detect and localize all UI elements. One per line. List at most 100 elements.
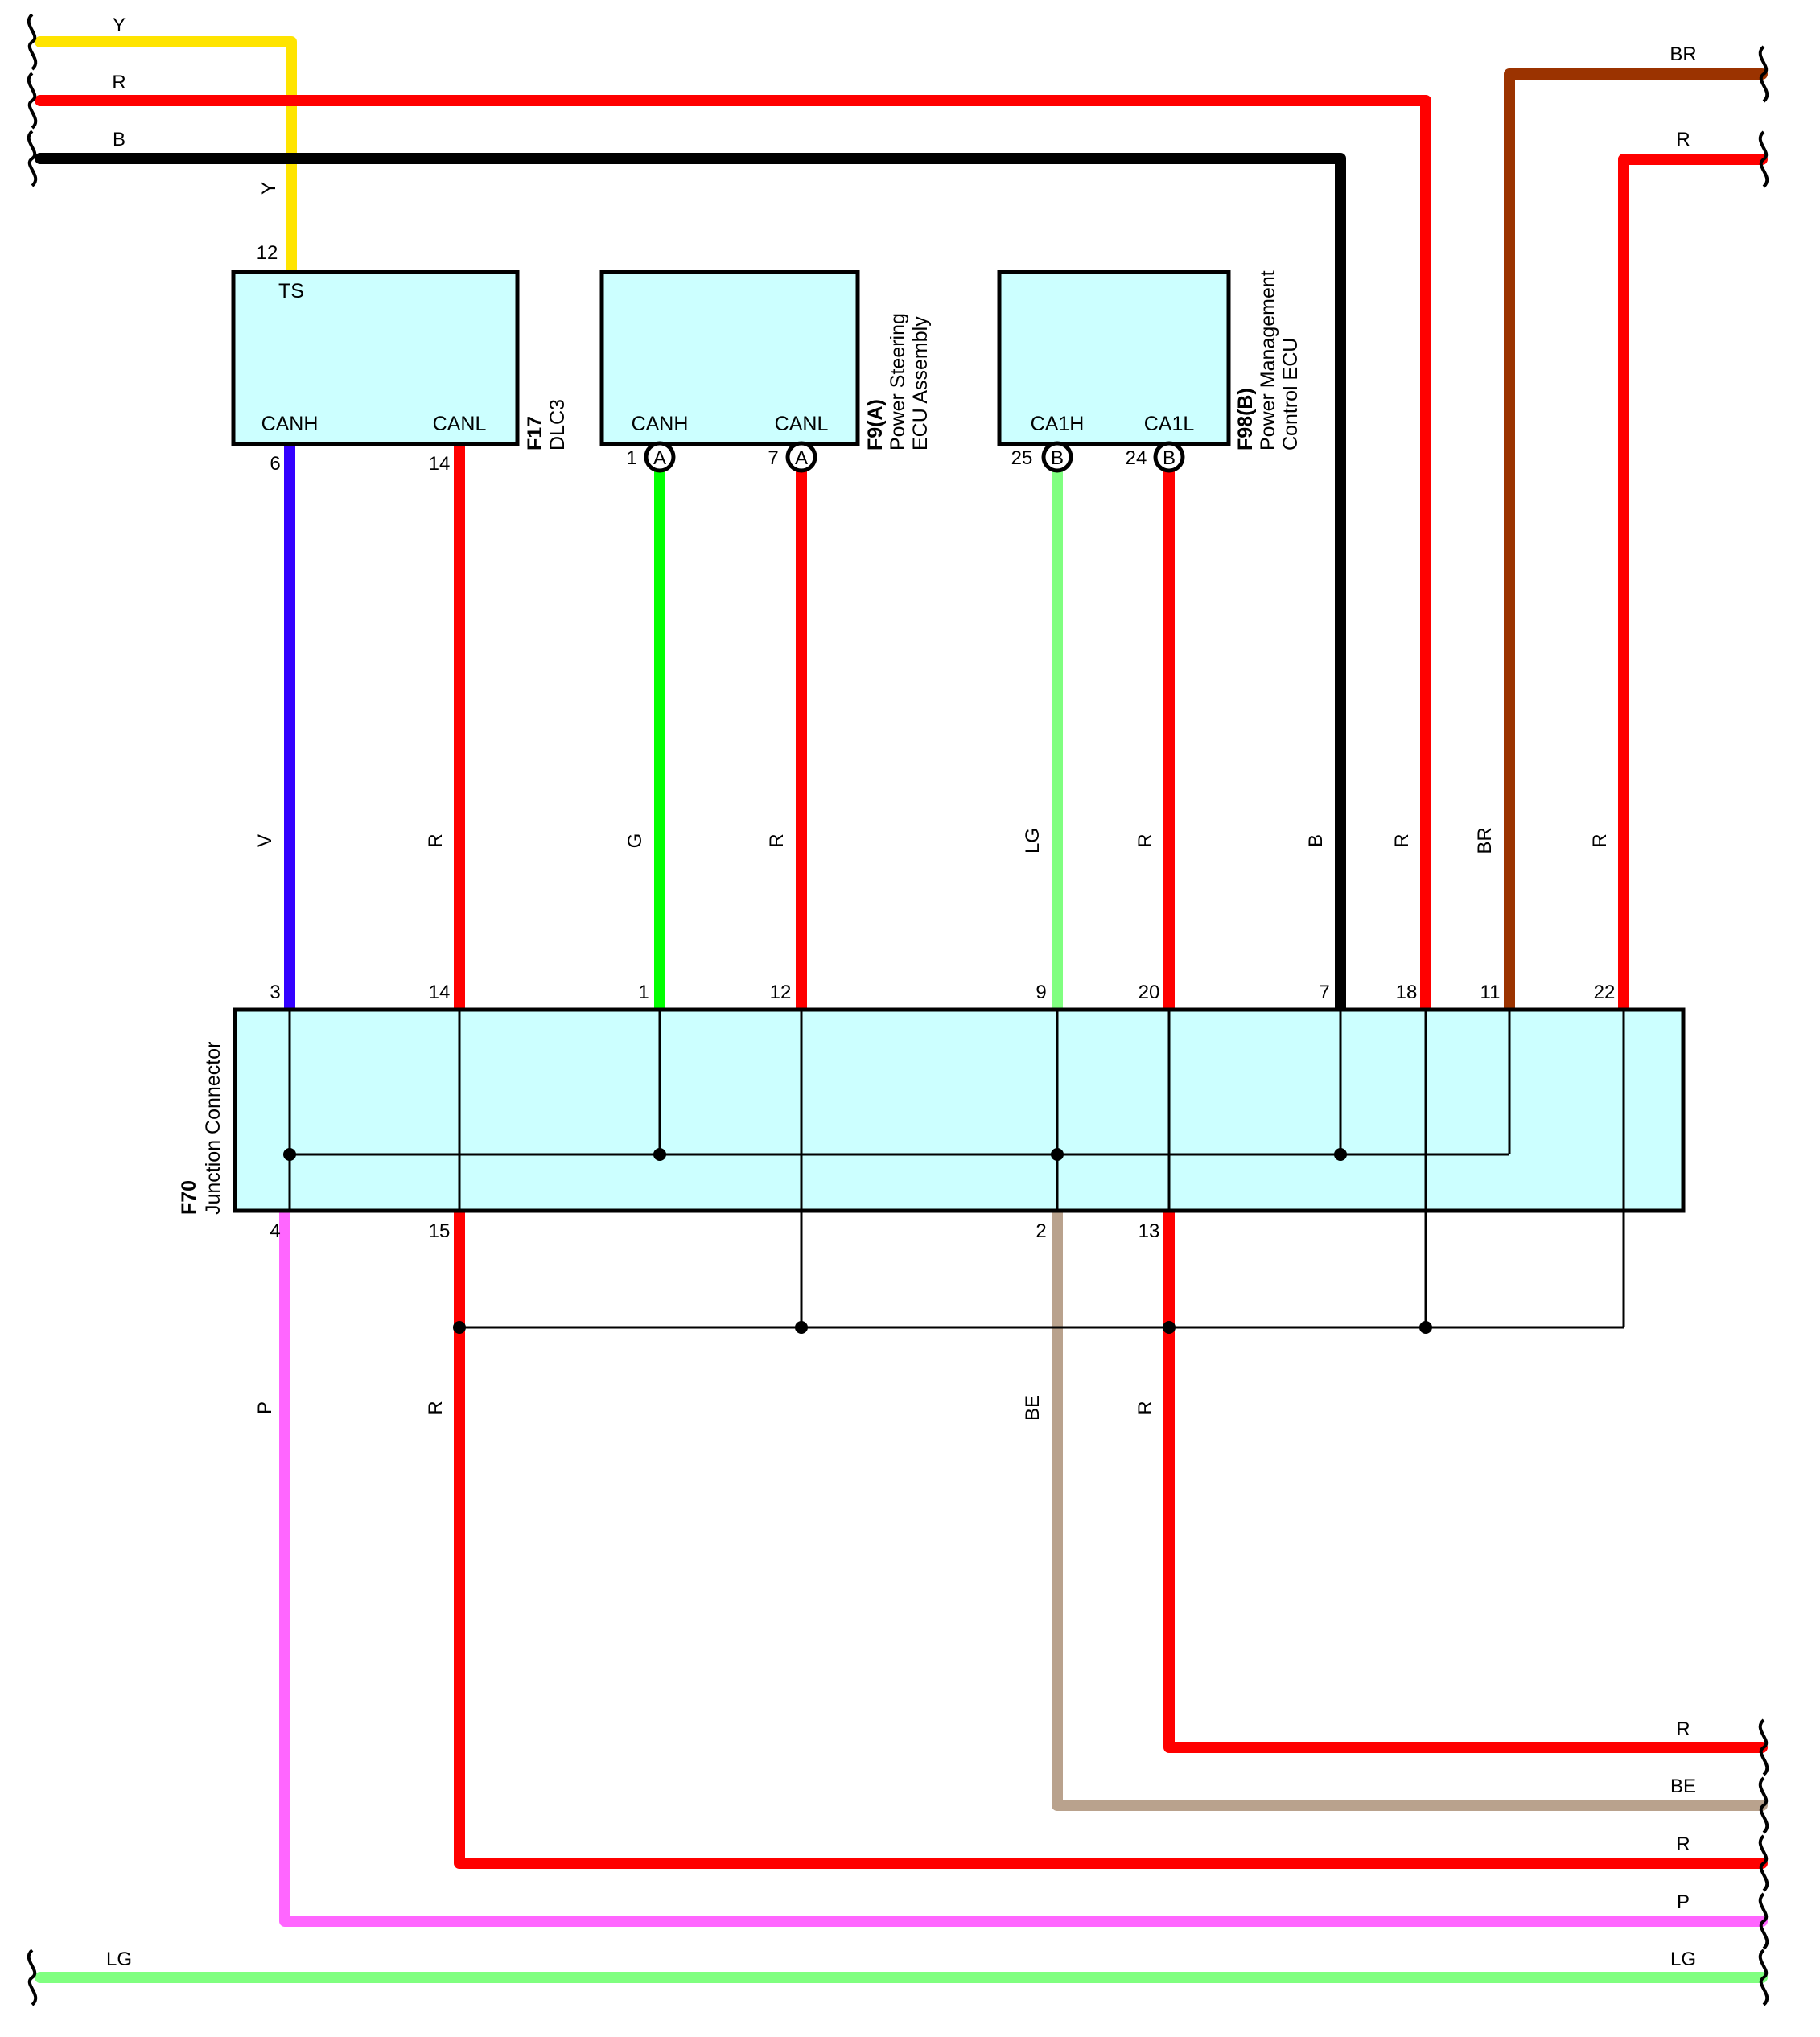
junction-pin-top: 11 (1480, 981, 1501, 1003)
junction-pin-top: 1 (638, 981, 649, 1003)
dlc3-terminal: CANL (433, 413, 487, 435)
junction-pin-top: 12 (770, 981, 792, 1003)
wire-label: Y (113, 14, 126, 36)
wire-p-bottom (279, 1205, 1768, 1927)
connector-mark-letter: B (1051, 447, 1064, 469)
wire-b-top (35, 153, 1346, 1015)
wire-break-icon (1758, 1949, 1769, 2006)
wire-break-icon (27, 72, 38, 130)
wire-break-icon (1758, 1834, 1769, 1892)
junction-pin-bottom: 4 (270, 1220, 280, 1242)
wire-break-icon (27, 13, 38, 71)
wire-label: R (1676, 1718, 1690, 1740)
pm-ecu-terminal: CA1L (1144, 413, 1195, 435)
connector-mark-letter: B (1163, 447, 1176, 469)
pm-ecu-name: Control ECU (1279, 338, 1302, 451)
connector-mark-letter: A (653, 447, 666, 469)
junction-splice-dot (653, 1148, 666, 1161)
junction-pin-bottom: 13 (1139, 1220, 1160, 1242)
ps-ecu-terminal: CANL (775, 413, 829, 435)
dlc3-pin: 14 (429, 453, 451, 475)
wire-label: P (1677, 1891, 1690, 1913)
junction-splice-dot (1419, 1321, 1432, 1334)
dlc3-code: F17 (524, 416, 546, 451)
wire-break-icon (1758, 1892, 1769, 1950)
junction-pin-top: 7 (1319, 981, 1329, 1003)
junction-splice-dot (283, 1148, 296, 1161)
pm-ecu-pin: 25 (1011, 447, 1033, 469)
wire-r-top-right (1618, 154, 1768, 1015)
wire-label: V (254, 834, 276, 847)
ps-ecu-code: F9(A) (864, 399, 887, 451)
junction-pin-bottom: 2 (1036, 1220, 1046, 1242)
pm-ecu-code: F98(B) (1234, 388, 1257, 451)
wire-break-icon (1758, 1776, 1769, 1834)
pm-ecu-pin: 24 (1126, 447, 1147, 469)
wire-label: R (1589, 833, 1611, 847)
ps-ecu-name: ECU Assembly (909, 316, 932, 451)
ps-ecu-pin: 1 (626, 447, 636, 469)
dlc3-terminal: CANH (261, 413, 319, 435)
wire-label: B (113, 129, 126, 150)
wire-break-icon (27, 1949, 38, 2006)
wire-break-icon (1758, 1718, 1769, 1776)
dlc3-pin: 6 (270, 453, 280, 475)
wire-r-bottom-13 (1163, 1205, 1768, 1753)
wire-break-icon (27, 130, 38, 187)
dlc3-box (231, 270, 520, 446)
wire-label: LG (1670, 1949, 1696, 1970)
wire-label: BE (1670, 1776, 1696, 1797)
junction-pin-top: 20 (1139, 981, 1160, 1003)
wire-label: B (1305, 834, 1327, 847)
wire-label: BR (1474, 827, 1496, 854)
wire-label: LG (106, 1949, 132, 1970)
wire-label: BR (1670, 43, 1696, 65)
dlc3-name: DLC3 (546, 399, 569, 451)
power-management-ecu-box (997, 270, 1231, 446)
wire-label: Y (258, 182, 280, 195)
connector-mark-icon (1041, 441, 1073, 473)
dlc3-terminal: TS (278, 280, 304, 302)
junction-name: Junction Connector (202, 1042, 224, 1215)
wire-r-top (35, 95, 1431, 1015)
wire-y-ts (35, 36, 297, 277)
power-steering-ecu-box (599, 270, 860, 446)
ps-ecu-name: Power Steering (887, 313, 909, 451)
junction-code: F70 (178, 1180, 200, 1215)
wire-be-bottom (1052, 1205, 1768, 1811)
junction-splice-dot (453, 1321, 466, 1334)
wire-label: LG (1022, 828, 1044, 854)
junction-splice-dot (1334, 1148, 1347, 1161)
wire-r-bottom-15 (454, 1205, 1768, 1869)
wire-break-icon (1758, 45, 1769, 103)
wire-label: R (1676, 129, 1690, 150)
pm-ecu-name: Power Management (1257, 270, 1279, 451)
wire-label: R (1134, 1401, 1156, 1414)
connector-mark-icon (1153, 441, 1185, 473)
junction-pin-top: 3 (270, 981, 280, 1003)
connector-mark-letter: A (795, 447, 808, 469)
junction-pin-top: 22 (1594, 981, 1616, 1003)
connector-mark-icon (785, 441, 817, 473)
connector-mark-icon (644, 441, 676, 473)
wire-label: R (1676, 1833, 1690, 1855)
junction-pin-bottom: 15 (429, 1220, 451, 1242)
wire-label: R (112, 72, 126, 93)
wire-label: R (1134, 833, 1156, 847)
junction-pin-top: 14 (429, 981, 451, 1003)
junction-splice-dot (795, 1321, 808, 1334)
wire-label: P (254, 1401, 276, 1414)
wire-br-top (1504, 68, 1768, 1015)
junction-connector-box (233, 1007, 1686, 1213)
ps-ecu-terminal: CANH (632, 413, 689, 435)
dlc3-pin: 12 (257, 242, 278, 264)
pm-ecu-terminal: CA1H (1031, 413, 1085, 435)
wire-label: G (624, 833, 646, 849)
wire-break-icon (1758, 130, 1769, 188)
wire-label: R (766, 833, 788, 847)
wire-label: R (425, 833, 447, 847)
junction-splice-dot (1051, 1148, 1064, 1161)
junction-pin-top: 18 (1396, 981, 1418, 1003)
junction-pin-top: 9 (1036, 981, 1046, 1003)
